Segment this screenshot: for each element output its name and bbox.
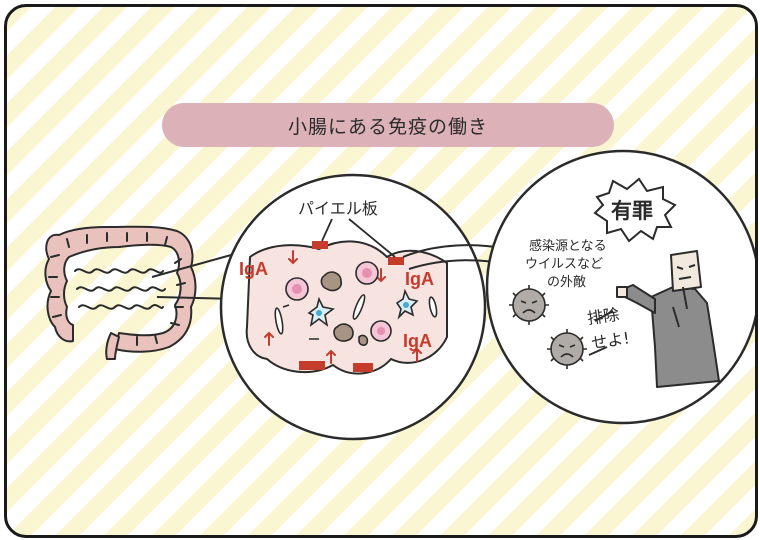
enemy-label-line3: の外敵 [547, 275, 587, 290]
virus-icon [547, 329, 587, 369]
iga-label: IgA [239, 259, 268, 279]
peyers-patch-label: パイエル板 [298, 199, 378, 218]
iga-label: IgA [403, 331, 432, 351]
verdict-text: 有罪 [611, 199, 653, 223]
peyers-patch-marker [299, 361, 325, 370]
peyers-patch-marker [312, 241, 328, 249]
page-title: 小腸にある免疫の働き [287, 115, 488, 138]
peyers-patch-marker [353, 363, 373, 372]
tissue-bubble [219, 173, 487, 441]
enemy-label-line2: ウイルスなど [525, 257, 604, 272]
exclude-command-line1: 排除 [586, 304, 621, 329]
peyers-patch-marker [388, 257, 404, 265]
immune-cell-icon [274, 261, 438, 346]
enemy-label-line1: 感染源となる [529, 239, 607, 254]
title-banner: 小腸にある免疫の働き [162, 103, 614, 147]
virus-icon [509, 285, 549, 325]
iga-arrow [264, 250, 422, 364]
verdict-speech-bubble [593, 177, 677, 243]
intestine-icon [44, 225, 197, 360]
illustration-art [44, 149, 755, 441]
illustration-frame: 小腸にある免疫の働き [4, 4, 758, 538]
judge-icon [616, 250, 720, 388]
iga-label: IgA [405, 269, 434, 289]
judgement-bubble [485, 149, 755, 425]
